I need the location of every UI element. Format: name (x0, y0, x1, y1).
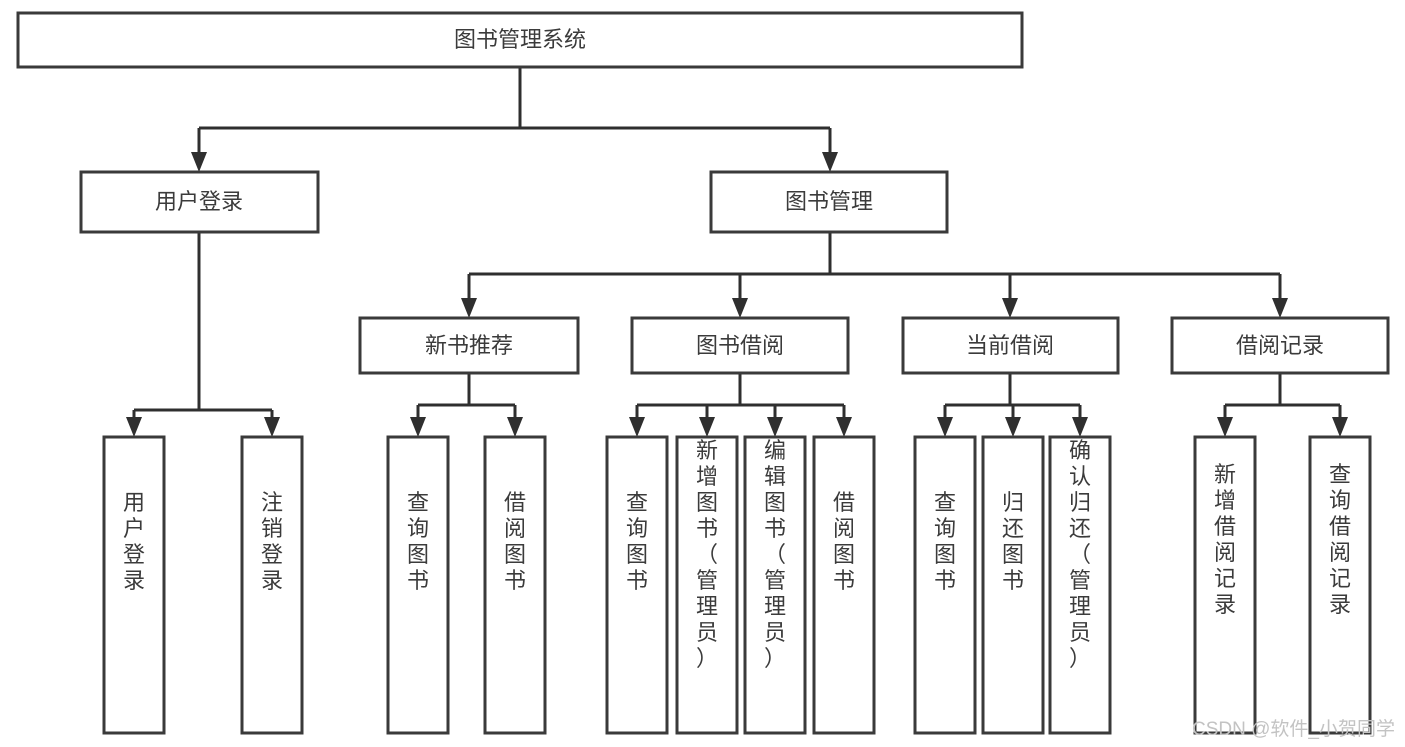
leaf-book-borrow-2-label: 编辑图书（管理员） (764, 438, 786, 671)
node-user-login-label: 用户登录 (155, 189, 243, 214)
arrow-leaf-user-login-0 (126, 417, 142, 437)
arrow-leaf-borrow-record-1 (1332, 417, 1348, 437)
leaf-new-book-1[interactable]: 借阅图书 (483, 435, 547, 735)
node-current-borrow[interactable]: 当前借阅 (901, 316, 1120, 375)
leaf-user-login-1[interactable]: 注销登录 (240, 435, 304, 735)
leaf-book-borrow-1-box (675, 435, 739, 735)
arrow-leaf-book-borrow-1 (699, 417, 715, 437)
node-book-management-box (709, 170, 949, 234)
arrow-leaf-new-book-1 (507, 417, 523, 437)
node-borrow-record-box (1170, 316, 1390, 375)
leaf-current-borrow-1-box (981, 435, 1045, 735)
node-current-borrow-label: 当前借阅 (966, 333, 1054, 358)
arrow-to-new-book (461, 298, 477, 318)
leaf-user-login-1-label: 注销登录 (261, 490, 283, 593)
leaf-new-book-0[interactable]: 查询图书 (386, 435, 450, 735)
leaf-borrow-record-1-label: 查询借阅记录 (1329, 462, 1351, 617)
leaf-book-borrow-0-box (605, 435, 669, 735)
leaf-user-login-1-box (240, 435, 304, 735)
leaf-book-borrow-2[interactable]: 编辑图书（管理员） (743, 435, 807, 735)
leaf-user-login-0-label: 用户登录 (123, 490, 145, 593)
leaf-book-borrow-1[interactable]: 新增图书（管理员） (675, 435, 739, 735)
leaf-book-borrow-3-box (812, 435, 876, 735)
leaf-borrow-record-0[interactable]: 新增借阅记录 (1193, 435, 1257, 735)
node-new-book-recommend-box (358, 316, 580, 375)
leaf-book-borrow-0[interactable]: 查询图书 (605, 435, 669, 735)
leaf-book-borrow-1-label: 新增图书（管理员） (696, 438, 718, 671)
leaf-book-borrow-3[interactable]: 借阅图书 (812, 435, 876, 735)
node-root-box (16, 11, 1024, 69)
arrow-to-book-borrow (732, 298, 748, 318)
arrow-leaf-new-book-0 (410, 417, 426, 437)
arrow-to-borrow-record (1272, 298, 1288, 318)
leaf-borrow-record-1-box (1308, 435, 1372, 735)
leaf-borrow-record-0-box (1193, 435, 1257, 735)
csdn-watermark: CSDN @软件_小贺同学 (1192, 718, 1395, 740)
node-book-management-label: 图书管理 (785, 189, 873, 214)
node-book-borrow[interactable]: 图书借阅 (630, 316, 850, 375)
arrow-leaf-book-borrow-3 (836, 417, 852, 437)
leaf-borrow-record-0-label: 新增借阅记录 (1214, 462, 1236, 617)
leaf-current-borrow-0-label: 查询图书 (934, 490, 956, 593)
arrow-leaf-current-borrow-0 (937, 417, 953, 437)
leaf-current-borrow-2-label: 确认归还（管理员） (1069, 438, 1091, 671)
node-root-label: 图书管理系统 (454, 27, 586, 52)
arrow-leaf-user-login-1 (264, 417, 280, 437)
leaf-current-borrow-0-box (913, 435, 977, 735)
leaf-user-login-0-box (102, 435, 166, 735)
node-new-book-recommend[interactable]: 新书推荐 (358, 316, 580, 375)
arrow-leaf-current-borrow-1 (1005, 417, 1021, 437)
node-user-login[interactable]: 用户登录 (79, 170, 320, 234)
node-borrow-record-label: 借阅记录 (1236, 333, 1324, 358)
leaf-current-borrow-1-label: 归还图书 (1002, 490, 1024, 593)
leaf-new-book-0-label: 查询图书 (407, 490, 429, 593)
leaf-new-book-1-box (483, 435, 547, 735)
leaf-book-borrow-2-box (743, 435, 807, 735)
arrow-to-book-manage (822, 152, 838, 172)
node-new-book-recommend-label: 新书推荐 (425, 333, 513, 358)
node-book-borrow-label: 图书借阅 (696, 333, 784, 358)
leaf-book-borrow-3-label: 借阅图书 (833, 490, 855, 593)
node-root-book-management-system[interactable]: 图书管理系统 (16, 11, 1024, 69)
leaf-user-login-0[interactable]: 用户登录 (102, 435, 166, 735)
leaf-current-borrow-1[interactable]: 归还图书 (981, 435, 1045, 735)
arrow-leaf-book-borrow-0 (629, 417, 645, 437)
leaf-new-book-0-box (386, 435, 450, 735)
connector-layer (126, 67, 1348, 437)
leaf-current-borrow-0[interactable]: 查询图书 (913, 435, 977, 735)
arrow-to-user-login (191, 152, 207, 172)
node-user-login-box (79, 170, 320, 234)
leaf-borrow-record-1[interactable]: 查询借阅记录 (1308, 435, 1372, 735)
leaf-current-borrow-2[interactable]: 确认归还（管理员） (1048, 435, 1112, 735)
leaf-current-borrow-2-box (1048, 435, 1112, 735)
node-book-borrow-box (630, 316, 850, 375)
leaf-new-book-1-label: 借阅图书 (504, 490, 526, 593)
node-current-borrow-box (901, 316, 1120, 375)
arrow-to-current-borrow (1002, 298, 1018, 318)
leaf-book-borrow-0-label: 查询图书 (626, 490, 648, 593)
node-borrow-record[interactable]: 借阅记录 (1170, 316, 1390, 375)
arrow-leaf-current-borrow-2 (1072, 417, 1088, 437)
arrow-leaf-borrow-record-0 (1217, 417, 1233, 437)
arrow-leaf-book-borrow-2 (767, 417, 783, 437)
node-book-management[interactable]: 图书管理 (709, 170, 949, 234)
